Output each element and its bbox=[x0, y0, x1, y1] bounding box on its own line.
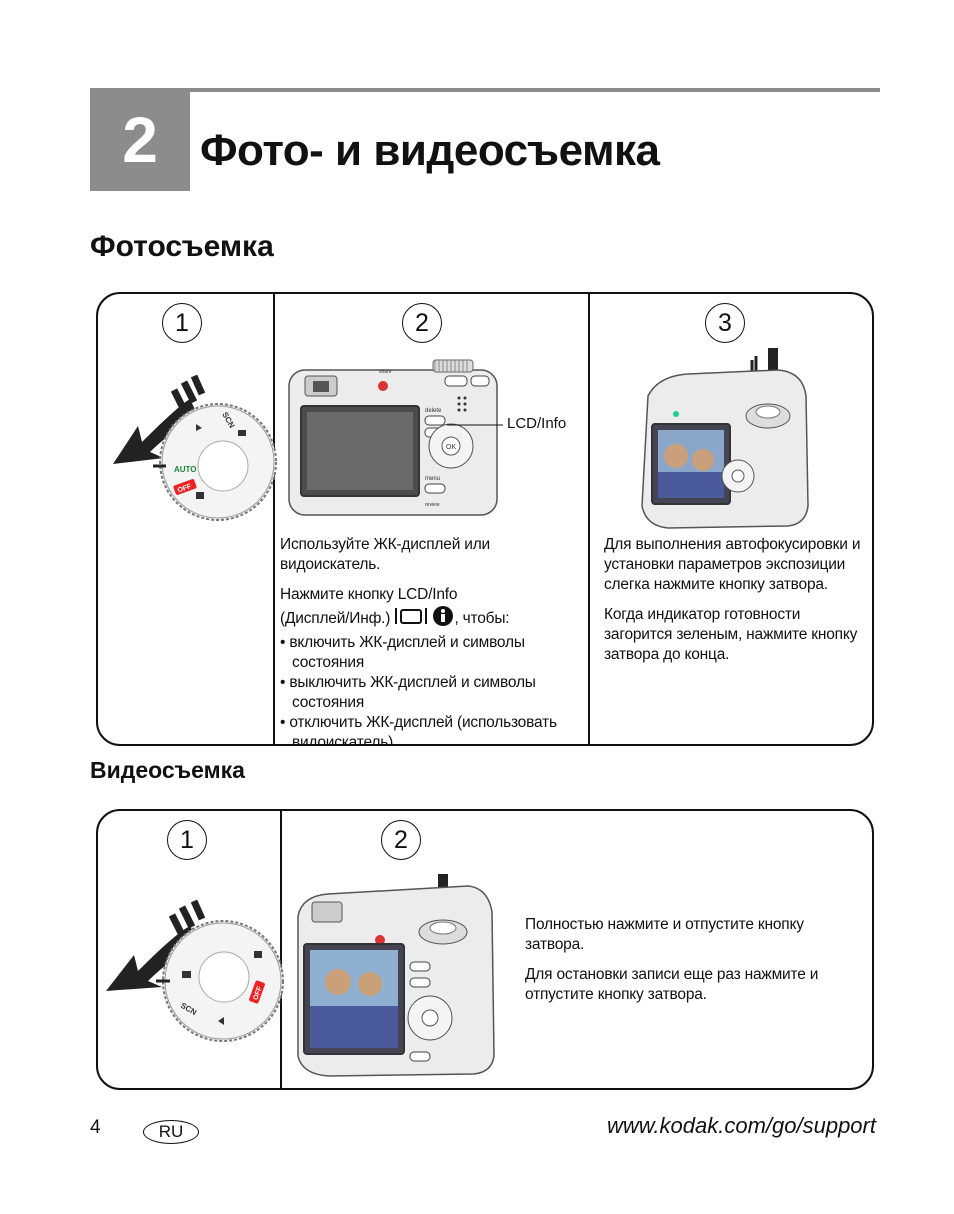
svg-text:delete: delete bbox=[425, 408, 442, 414]
step2-text: Используйте ЖК-дисплей или видоискатель.… bbox=[280, 535, 580, 746]
photo-heading: Фотосъемка bbox=[90, 230, 274, 263]
step-number: 1 bbox=[167, 820, 207, 860]
chapter-rule bbox=[190, 88, 880, 92]
step-number: 1 bbox=[162, 303, 202, 343]
chapter-title: Фото- и видеосъемка bbox=[200, 126, 660, 175]
step-number: 3 bbox=[705, 303, 745, 343]
video-steps-panel: 1 2 SCN OFF bbox=[96, 809, 874, 1090]
svg-text:review: review bbox=[425, 502, 440, 508]
column-divider bbox=[273, 294, 275, 744]
column-divider bbox=[280, 811, 282, 1088]
list-item: • выключить ЖК-дисплей и символы состоян… bbox=[280, 674, 536, 711]
video-paragraph: Для остановки записи еще раз нажмите и о… bbox=[525, 966, 819, 1003]
mode-dial: AUTO OFF SCN bbox=[153, 403, 277, 521]
svg-text:share: share bbox=[379, 369, 392, 375]
video-paragraph: Полностью нажмите и отпустите кнопку зат… bbox=[525, 916, 804, 953]
step3-text: Для выполнения автофокусировки и установ… bbox=[604, 535, 866, 675]
step2-paragraph: Используйте ЖК-дисплей или видоискатель. bbox=[280, 536, 491, 573]
step2-instruction-text: , чтобы: bbox=[454, 610, 510, 628]
svg-text:OFF: OFF bbox=[177, 483, 193, 495]
svg-text:AUTO: AUTO bbox=[174, 465, 197, 474]
svg-text:OFF: OFF bbox=[252, 985, 264, 1001]
list-item: • включить ЖК-дисплей и символы состояни… bbox=[280, 634, 525, 671]
column-divider bbox=[588, 294, 590, 744]
photo-steps-panel: 1 2 3 AUTO OFF SCN share bbox=[96, 292, 874, 746]
lcd-info-callout: LCD/Info bbox=[507, 415, 567, 432]
step2-instruction: Нажмите кнопку LCD/Info (Дисплей/Инф.) ,… bbox=[280, 585, 580, 746]
camera-back-illustration: share delete OK menu review bbox=[288, 359, 503, 516]
step3-paragraph: Для выполнения автофокусировки и установ… bbox=[604, 536, 861, 593]
video-step2-text: Полностью нажмите и отпустите кнопку зат… bbox=[525, 915, 845, 1015]
svg-text:menu: menu bbox=[425, 476, 440, 482]
step2-instruction-text: (Дисплей/Инф.) bbox=[280, 610, 391, 628]
camera-record-illustration bbox=[297, 874, 495, 1077]
support-url[interactable]: www.kodak.com/go/support bbox=[606, 1113, 876, 1138]
mode-dial-illustration: AUTO OFF SCN bbox=[113, 374, 277, 521]
lcd-button-icon bbox=[394, 606, 428, 632]
svg-text:OK: OK bbox=[446, 444, 456, 451]
page-number: 4 bbox=[90, 1117, 101, 1138]
step2-instruction-line: Нажмите кнопку LCD/Info bbox=[280, 586, 458, 603]
step-number: 2 bbox=[381, 820, 421, 860]
chapter-number: 2 bbox=[90, 88, 190, 191]
camera-shutter-illustration bbox=[641, 348, 809, 529]
step-number: 2 bbox=[402, 303, 442, 343]
step3-paragraph: Когда индикатор готовности загорится зел… bbox=[604, 606, 858, 663]
video-mode-dial-illustration: SCN OFF bbox=[106, 899, 284, 1042]
list-item: • отключить ЖК-дисплей (использовать вид… bbox=[280, 714, 557, 746]
rotate-arrow-icon bbox=[113, 374, 206, 464]
step2-instruction-line: (Дисплей/Инф.) , чтобы: bbox=[280, 605, 580, 633]
info-icon bbox=[432, 605, 454, 633]
language-badge: RU bbox=[143, 1120, 199, 1144]
video-heading: Видеосъемка bbox=[90, 757, 245, 783]
rotate-arrow-icon bbox=[106, 899, 206, 991]
mode-dial: SCN OFF bbox=[156, 920, 284, 1042]
